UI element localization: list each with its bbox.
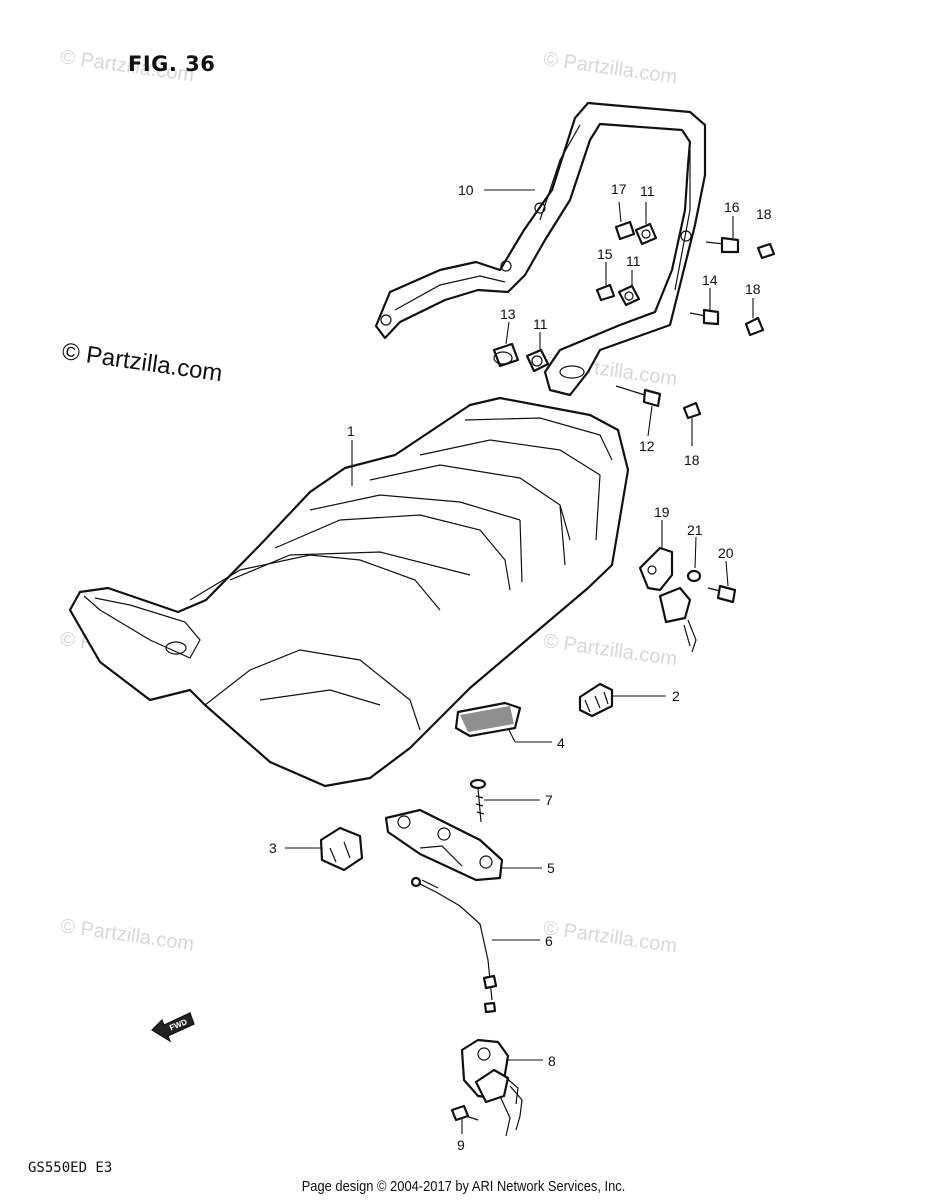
grab-rail-part[interactable] [374,101,707,397]
figure-title: FIG. 36 [128,52,216,76]
callout-9: 9 [457,1137,465,1153]
cushion-11a-part[interactable] [525,348,550,373]
band-4-part[interactable] [454,701,522,738]
callout-18a: 18 [756,206,772,222]
callout-7: 7 [545,792,553,808]
collar-17-part[interactable] [614,220,636,241]
cap-18a-part[interactable] [756,242,776,260]
bolt-16-part[interactable] [705,236,740,254]
callout-18c: 18 [684,452,700,468]
callout-4: 4 [557,735,565,751]
callout-18b: 18 [745,281,761,297]
callout-10: 10 [458,182,474,198]
callout-3: 3 [269,840,277,856]
callout-16: 16 [724,199,740,215]
callout-8: 8 [548,1053,556,1069]
bolt-12-part[interactable] [615,385,662,408]
seat-lock-19-part[interactable] [638,546,697,653]
callout-labels: 10 17 11 16 18 15 11 14 18 13 11 12 18 1… [269,181,772,1153]
hinge-plate-5-part[interactable] [384,808,504,882]
cushion-11b-part[interactable] [617,284,641,307]
callout-21: 21 [687,522,703,538]
callout-17: 17 [611,181,627,197]
washer-21-part[interactable] [686,569,702,583]
cap-18c-part[interactable] [682,401,702,420]
seat-part[interactable] [68,396,630,788]
callout-20: 20 [718,545,734,561]
collar-15-part[interactable] [595,283,616,302]
screw-7-part[interactable] [469,778,487,823]
bolt-20-part[interactable] [707,584,737,604]
page-footer: Page design © 2004-2017 by ARI Network S… [301,1178,626,1195]
callout-2: 2 [672,688,680,704]
damper-3-part[interactable] [319,826,364,872]
bolt-14-part[interactable] [689,308,720,326]
leader-lines [285,189,754,1134]
collar-13-part[interactable] [492,342,520,368]
callout-11c: 11 [640,183,655,199]
callout-13: 13 [500,306,516,322]
callout-12: 12 [639,438,655,454]
callout-1: 1 [347,423,355,439]
model-code: GS550ED E3 [28,1160,113,1176]
callout-15: 15 [597,246,613,262]
callout-11a: 11 [533,316,548,332]
cable-6-part[interactable] [410,876,498,1014]
fwd-arrow-icon: FWD [151,1012,195,1043]
screw-9-part[interactable] [450,1104,479,1122]
callout-19: 19 [654,504,670,520]
damper-2-part[interactable] [578,682,614,718]
callout-6: 6 [545,933,553,949]
callout-11b: 11 [626,253,641,269]
lock-assy-8-part[interactable] [460,1038,523,1137]
cushion-11c-part[interactable] [634,222,658,246]
cap-18b-part[interactable] [744,316,765,337]
callout-5: 5 [547,860,555,876]
callout-14: 14 [702,272,718,288]
